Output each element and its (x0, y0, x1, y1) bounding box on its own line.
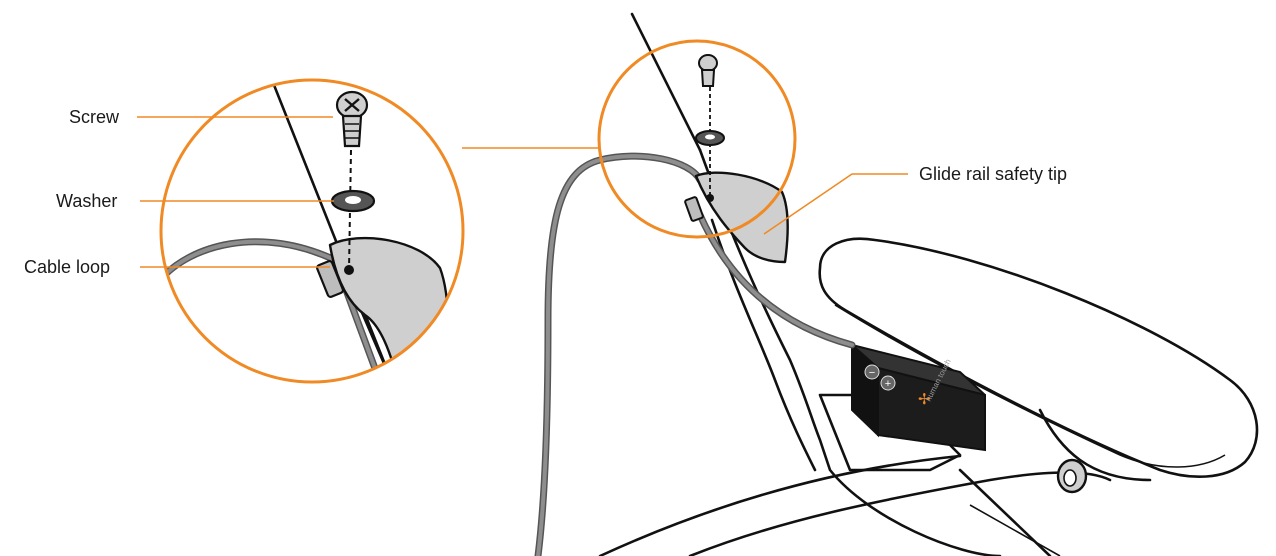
washer-small (695, 130, 725, 146)
safety-tip-label: Glide rail safety tip (919, 164, 1067, 184)
minus-button[interactable] (864, 364, 880, 380)
zoom-screw-axis (348, 149, 352, 271)
plus-symbol: + (885, 378, 891, 390)
leg-line-2 (969, 504, 1061, 556)
armrest-edge (834, 304, 1226, 468)
cable-clip (684, 196, 704, 222)
detail-lens-small (597, 39, 797, 239)
screw-label: Screw (69, 107, 120, 127)
plus-button[interactable] (880, 375, 896, 391)
screw-hole (706, 194, 714, 202)
armrest-pad (818, 237, 1259, 478)
zoom-cable-clip (316, 260, 344, 298)
seat-curve-2 (688, 471, 1112, 556)
chair-illustration: − + ✢ human touch (534, 12, 1259, 556)
seat-curve (598, 454, 962, 556)
zoom-washer (330, 189, 376, 213)
zoom-screw (335, 90, 369, 148)
frame-line (630, 12, 702, 152)
armrest-support (1038, 408, 1152, 482)
glide-rail-safety-tip (694, 171, 789, 264)
safety-tip-leader (763, 173, 908, 235)
cable (534, 152, 704, 556)
cable-loop-label: Cable loop (24, 257, 110, 277)
detail-lens-large (159, 78, 465, 384)
callouts: Screw Washer Cable loop Glide rail safet… (24, 107, 1067, 277)
glide-rail-arm (698, 148, 1002, 556)
remote-controller: − + ✢ human touch (851, 342, 986, 452)
adjustment-knob (1056, 458, 1088, 494)
screw-small (698, 54, 718, 87)
brand-logo-mark: ✢ (918, 391, 931, 408)
zoom-frame-line (270, 80, 394, 382)
washer-label: Washer (56, 191, 117, 211)
minus-symbol: − (869, 367, 875, 379)
detail-zoom (159, 78, 465, 384)
